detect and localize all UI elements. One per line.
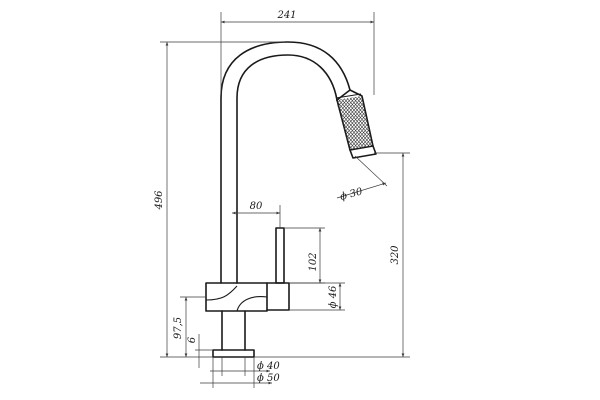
knurl-line	[375, 90, 435, 160]
knurl-line	[336, 96, 337, 150]
knurl-line	[336, 96, 362, 150]
knurl-line	[339, 96, 373, 150]
knurl-line	[273, 90, 333, 160]
knurl-line	[336, 96, 369, 150]
knurl-line	[378, 90, 438, 160]
knurl-line	[355, 96, 373, 150]
knurl-line	[371, 96, 373, 150]
knurl-line	[336, 96, 343, 150]
knurl-line	[266, 90, 326, 160]
knurl-line	[336, 96, 340, 150]
knurl-line	[336, 96, 350, 150]
knurl-line	[270, 90, 330, 160]
total-height-label: 496	[154, 190, 165, 211]
knurl-line	[355, 96, 373, 150]
knurl-line	[342, 96, 373, 150]
knurl-line	[336, 96, 343, 150]
lever-cap	[266, 282, 290, 311]
lever-offset-label: 80	[250, 201, 263, 212]
shank	[221, 310, 246, 351]
knurl-line	[336, 96, 337, 150]
knurl-line	[336, 96, 362, 150]
spout-inner-contour	[236, 54, 338, 284]
knurl-line	[260, 90, 320, 160]
knurl-line	[352, 96, 373, 150]
spray-head-collar	[335, 93, 362, 99]
base-flange	[212, 349, 255, 358]
knurl-line	[375, 90, 435, 160]
knurl-line	[260, 90, 320, 160]
knurl-line	[336, 96, 359, 150]
total-width-label: 241	[276, 10, 296, 21]
knurl-line	[368, 96, 373, 150]
knurl-line	[336, 96, 346, 150]
knurl-line	[336, 96, 373, 150]
base-height-label: 97,5	[173, 317, 184, 339]
knurl-line	[368, 96, 373, 150]
body-diameter-label: ϕ 46	[328, 285, 339, 308]
dimension-lines	[160, 12, 410, 388]
knurl-line	[349, 96, 373, 150]
knurl-line	[346, 96, 373, 150]
spray-diameter-label: ϕ 30	[339, 186, 364, 203]
spray-diameter-leader	[336, 182, 387, 199]
shank-diameter-label: ϕ 40	[257, 361, 280, 372]
flange-thickness-label: 6	[187, 336, 198, 343]
knurl-line	[362, 96, 373, 150]
spout-height-label: 320	[390, 245, 401, 265]
knurl-line	[346, 96, 373, 150]
knurl-line	[362, 96, 373, 150]
knurl-line	[336, 96, 356, 150]
knurl-line	[378, 90, 438, 160]
knurl-line	[263, 90, 323, 160]
knurl-line	[342, 96, 373, 150]
knurl-line	[263, 90, 323, 160]
knurl-line	[266, 90, 326, 160]
flange-diameter-label: ϕ 50	[257, 373, 280, 384]
knurl-line	[336, 96, 373, 150]
knurl-line	[336, 96, 366, 150]
knurl-line	[336, 96, 366, 150]
spout-outer-contour	[220, 41, 351, 284]
knurl-line	[336, 96, 372, 150]
knurl-line	[371, 96, 373, 150]
dimension-labels: 241 496 320 ϕ 30 80 102 ϕ 46 97,5 6 ϕ 40…	[154, 10, 401, 384]
knurl-line	[270, 90, 330, 160]
mixer-body-front-curve	[205, 285, 238, 301]
mixer-body	[205, 282, 268, 312]
lever-length-label: 102	[308, 252, 319, 271]
mixer-body-rear-curve	[236, 296, 268, 312]
knurl-line	[273, 90, 333, 160]
lever-handle	[275, 227, 285, 284]
knurl-line	[336, 96, 353, 150]
knurl-line	[336, 96, 340, 150]
spray-head	[336, 89, 374, 151]
spray-head-nozzle	[349, 145, 377, 159]
